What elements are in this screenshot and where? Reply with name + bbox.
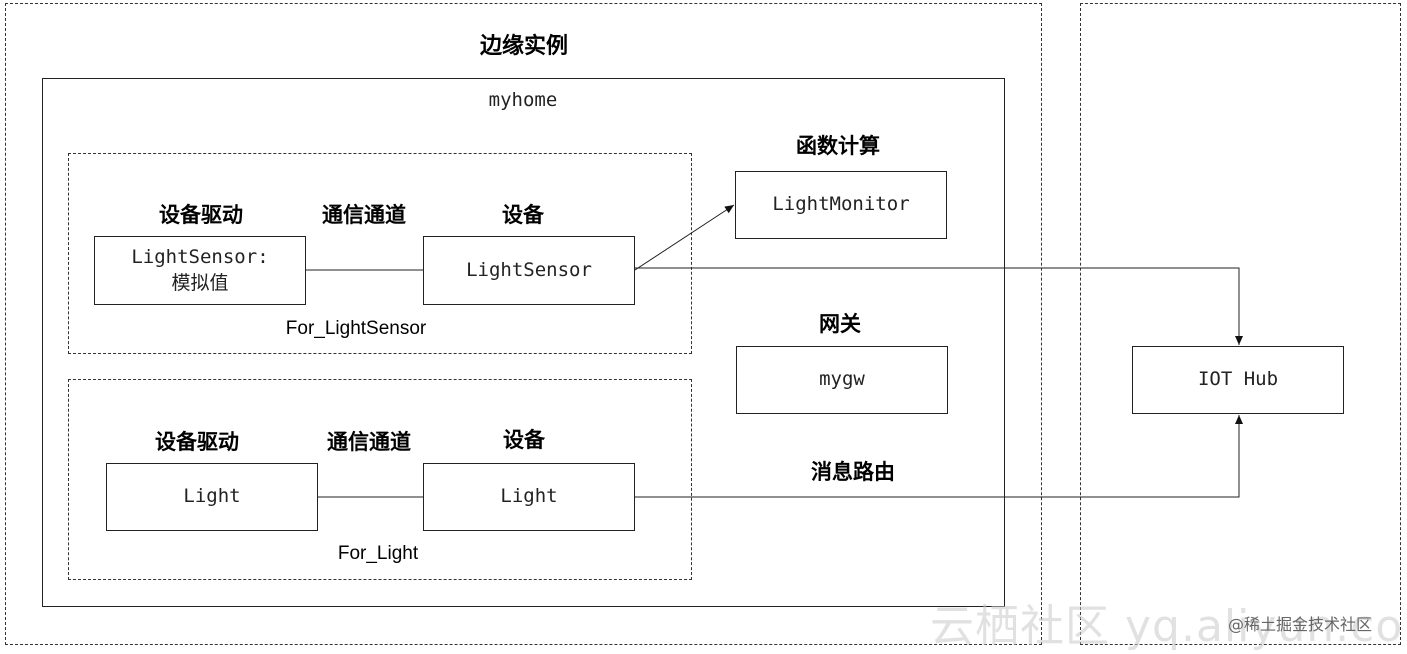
sensor-device-label: 设备 (502, 203, 544, 227)
light-device-label: 设备 (503, 428, 545, 452)
sensor-driver-text: LightSensor: 模拟值 (131, 245, 269, 294)
light-monitor-box: LightMonitor (735, 171, 947, 239)
light-driver-label: 设备驱动 (155, 430, 239, 454)
watermark: 云栖社区 yq.aliyun.com (930, 601, 1407, 652)
light-device-text: Light (500, 485, 558, 508)
light-group-caption: For_Light (337, 543, 419, 564)
iot-hub-box: IOT Hub (1132, 346, 1344, 414)
sensor-channel-label: 通信通道 (322, 203, 406, 227)
light-to-hub-arrow (635, 415, 1243, 498)
sensor-to-monitor-arrow (634, 204, 735, 271)
sensor-driver-box: LightSensor: 模拟值 (94, 236, 306, 305)
gateway-label: 网关 (819, 312, 861, 336)
myhome-title: myhome (488, 89, 558, 111)
light-device-box: Light (423, 463, 635, 531)
sensor-device-box: LightSensor (423, 236, 635, 305)
sensor-driver-label: 设备驱动 (159, 203, 243, 227)
function-compute-label: 函数计算 (796, 134, 880, 158)
message-routing-label: 消息路由 (811, 460, 895, 484)
light-driver-text: Light (183, 485, 241, 508)
sensor-group-container (68, 153, 692, 354)
sensor-device-text: LightSensor (466, 258, 592, 281)
edge-instance-title: 边缘实例 (479, 34, 569, 59)
edge-instance-container (5, 3, 1042, 645)
gateway-box: mygw (736, 346, 948, 414)
light-channel-label: 通信通道 (327, 430, 411, 454)
light-driver-box: Light (106, 463, 318, 531)
credit: @稀土掘金技术社区 (1228, 615, 1373, 634)
sensor-to-hub-arrow (635, 267, 1243, 345)
light-monitor-text: LightMonitor (772, 193, 910, 216)
cloud-container (1080, 3, 1401, 645)
gateway-text: mygw (819, 368, 865, 391)
light-group-container (68, 379, 692, 580)
myhome-container (42, 78, 1005, 607)
iot-hub-text: IOT Hub (1197, 368, 1279, 391)
sensor-group-caption: For_LightSensor (285, 318, 427, 339)
